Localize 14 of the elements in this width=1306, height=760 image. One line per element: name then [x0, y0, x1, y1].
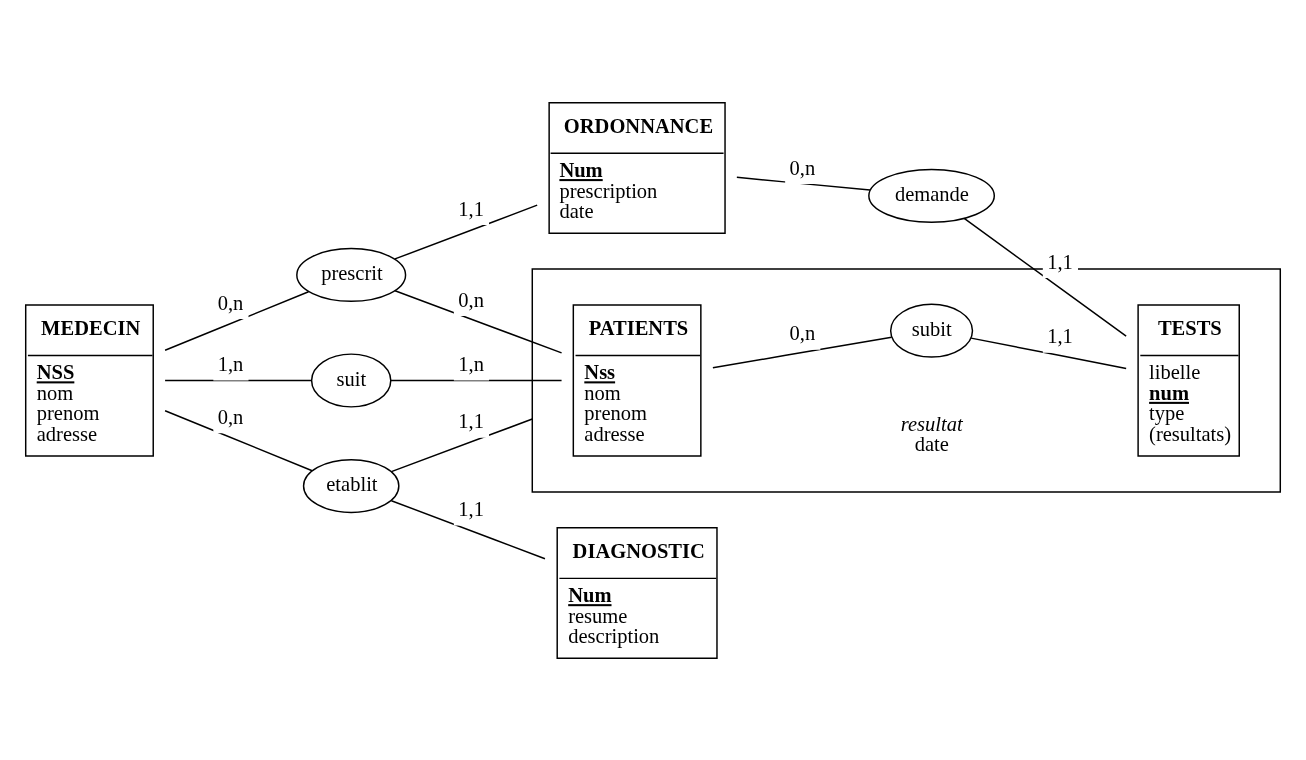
edge-label: 1,1: [458, 197, 484, 220]
edge-label: 1,1: [1047, 324, 1073, 347]
edge-label: 0,n: [217, 291, 244, 314]
edge-label: 1,1: [458, 409, 484, 432]
node-label: date: [914, 432, 949, 455]
edge-label: 0,n: [458, 288, 484, 311]
edge-label: 0,n: [217, 405, 244, 428]
edge-label: 1,1: [458, 497, 484, 520]
edge-label: 1,n: [458, 352, 484, 375]
edge-label: 1,n: [217, 352, 244, 375]
node-label: resultat: [900, 412, 963, 435]
edge-label: 0,n: [789, 321, 816, 344]
edge-label: 1,1: [1047, 250, 1073, 273]
edge-label: 0,n: [789, 156, 816, 179]
